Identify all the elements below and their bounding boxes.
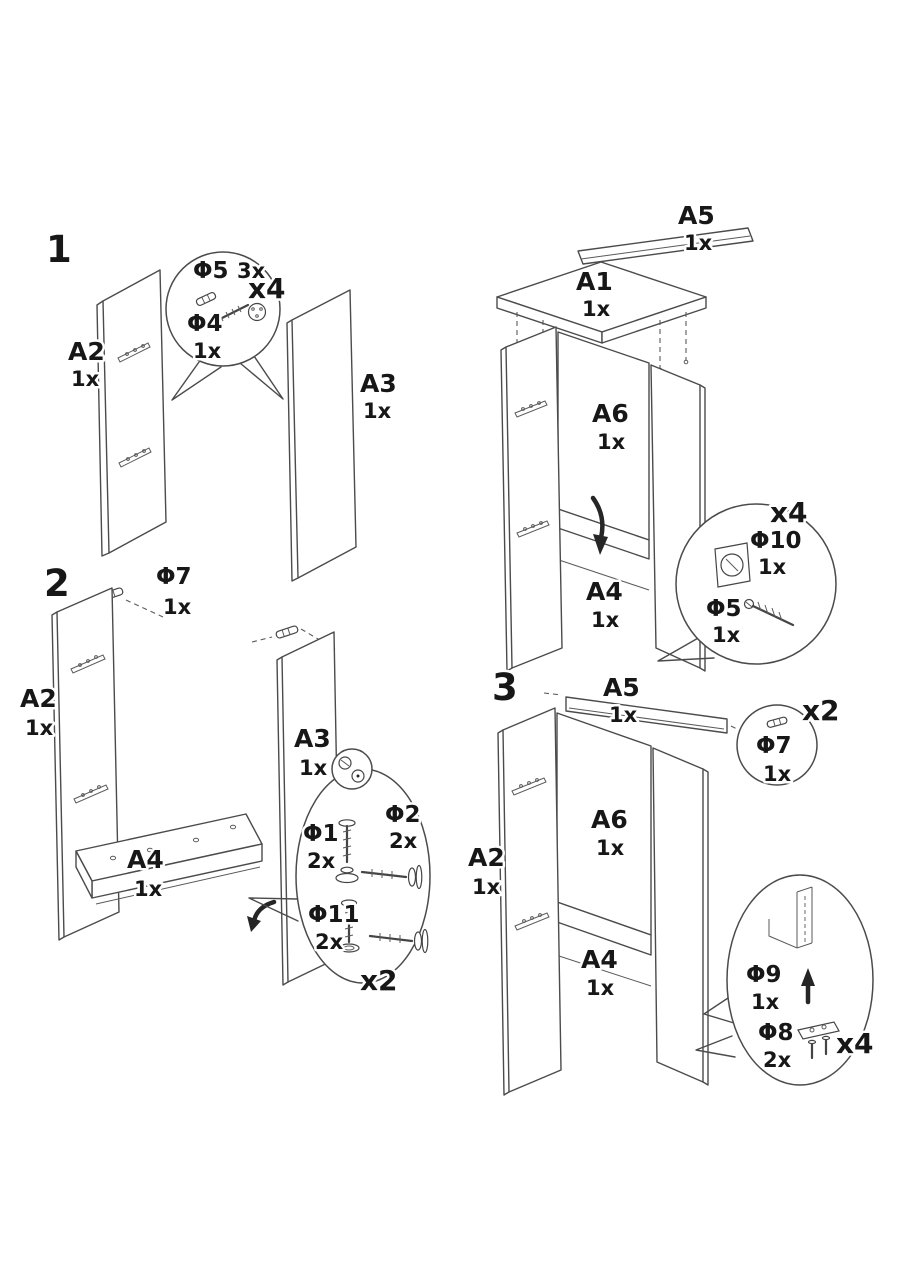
step1-number: 1: [46, 228, 72, 271]
step2-panel-a4-drawing: [75, 813, 263, 905]
multiplier-x4: x4: [248, 272, 286, 305]
callout-balloon: [726, 874, 874, 1086]
step1-part-label-a3: A3: [360, 369, 397, 398]
step2-hardware-callout: Φ1 2x Φ2 2x Φ11 2x x2: [248, 748, 431, 1000]
hw-qty-phi1: 2x: [307, 849, 336, 873]
step3-hardware-callout: Φ9 1x Φ8 2x x4: [695, 874, 876, 1086]
step1-part-qty-a3: 1x: [363, 399, 392, 423]
rail-a5-drawing: [577, 227, 754, 265]
cam-lock-detail-icon: [331, 748, 373, 790]
hw-label-phi8: Φ8: [758, 1020, 794, 1046]
multiplier-x2: x2: [802, 694, 840, 727]
multiplier-x4: x4: [770, 496, 808, 529]
step1-panel-a3-drawing: [286, 289, 357, 582]
step3-part-qty-a5: 1x: [609, 703, 638, 727]
step1-part-qty-a2: 1x: [71, 367, 100, 391]
flange-screw-icon: [338, 899, 360, 953]
screw-icon: [743, 598, 795, 627]
hw-qty-phi7: 1x: [163, 595, 192, 619]
bracket-plate-icon: [797, 1021, 840, 1060]
disc-head-bolt-icon: [360, 864, 423, 890]
disc-head-bolt-icon: [368, 928, 429, 954]
assembly-part-label-a6: A6: [592, 399, 629, 428]
step3-part-qty-a6: 1x: [596, 836, 625, 860]
hw-label-phi11: Φ11: [308, 902, 360, 928]
assembly-part-qty-a1: 1x: [582, 297, 611, 321]
hw-label-phi10: Φ10: [750, 528, 802, 554]
hw-label-phi9: Φ9: [746, 962, 782, 988]
step2-part-qty-a2: 1x: [25, 716, 54, 740]
callout-balloon: [165, 251, 281, 367]
panel-a1-drawing: [496, 261, 707, 344]
assembly-part-qty-a6: 1x: [597, 430, 626, 454]
step1-part-label-a2: A2: [68, 337, 105, 366]
hw-label-phi1: Φ1: [303, 821, 339, 847]
hw-qty-phi9: 1x: [751, 990, 780, 1014]
assembly-part-qty-a4: 1x: [591, 608, 620, 632]
cabinet-body-drawing: [497, 707, 709, 1096]
hw-qty-phi5: 3x: [237, 259, 266, 283]
hw-qty-phi2: 2x: [389, 829, 418, 853]
step2-part-label-a2: A2: [20, 684, 57, 713]
hw-qty-phi4: 1x: [193, 339, 222, 363]
hw-label-phi2: Φ2: [385, 802, 421, 828]
assembly-part-label-a4: A4: [586, 577, 623, 606]
hw-qty-phi5: 1x: [712, 623, 741, 647]
step1-figure: 1 A2 1x A3 1x: [44, 226, 399, 582]
step2-figure: 2 Φ7 1x A2 1x: [18, 560, 431, 1000]
assembly-part-qty-a5: 1x: [684, 231, 713, 255]
assembly-part-label-a1: A1: [576, 267, 613, 296]
assembly-part-label-a5: A5: [678, 201, 715, 230]
hw-label-phi5: Φ5: [706, 596, 742, 622]
step3-part-qty-a2: 1x: [472, 875, 501, 899]
multiplier-x4: x4: [836, 1027, 874, 1060]
screw-icon: [206, 303, 250, 329]
hw-label-phi4: Φ4: [187, 311, 223, 337]
step2-part-label-a4: A4: [127, 845, 164, 874]
dowel-icon: [275, 625, 299, 639]
cam-disc-icon: [247, 302, 267, 322]
step3-figure: 3 A5 1x Φ7 1x x2: [466, 664, 876, 1096]
assembly-hardware-callout: x4 Φ10 1x Φ5 1x: [657, 494, 837, 665]
step2-part-qty-a3: 1x: [299, 756, 328, 780]
step3-part-label-a6: A6: [591, 805, 628, 834]
rotate-arrow-icon: [247, 899, 277, 932]
rail-a5-drawing: [565, 696, 728, 734]
step3-part-label-a5: A5: [603, 673, 640, 702]
hw-label-phi7: Φ7: [756, 733, 792, 759]
step3-part-label-a2: A2: [468, 843, 505, 872]
hw-qty-phi8: 2x: [763, 1048, 792, 1072]
hw-qty-phi11: 2x: [315, 930, 344, 954]
screw-washer-icon: [335, 819, 359, 884]
step2-number: 2: [44, 562, 70, 605]
step1-panel-a2-drawing: [96, 269, 167, 557]
corner-detail-icon: [768, 886, 813, 949]
dowel-icon: [766, 716, 788, 728]
step3-part-qty-a4: 1x: [586, 976, 615, 1000]
step3-number: 3: [492, 666, 518, 709]
up-arrow-icon: [801, 968, 815, 1005]
insert-arrow-icon: [590, 495, 608, 555]
step2-part-label-a3: A3: [294, 724, 331, 753]
callout-balloon: [675, 503, 837, 665]
callout-balloon: [736, 704, 818, 786]
cam-housing-icon: [714, 542, 751, 588]
dowel-icon: [195, 291, 217, 307]
hw-qty-phi10: 1x: [758, 555, 787, 579]
step1-hardware-callout: Φ5 3x Φ4 1x x4: [165, 251, 288, 401]
hw-label-phi5: Φ5: [193, 258, 229, 284]
step3-part-label-a4: A4: [581, 945, 618, 974]
hw-qty-phi7: 1x: [763, 762, 792, 786]
assembly-figure: A5 1x A1 1x A6 1x A4 1x: [496, 199, 837, 672]
step2-part-qty-a4: 1x: [134, 877, 163, 901]
multiplier-x2: x2: [360, 964, 398, 997]
hw-label-phi7: Φ7: [156, 564, 192, 590]
phi7-callout: Φ7 1x x2: [736, 692, 842, 789]
